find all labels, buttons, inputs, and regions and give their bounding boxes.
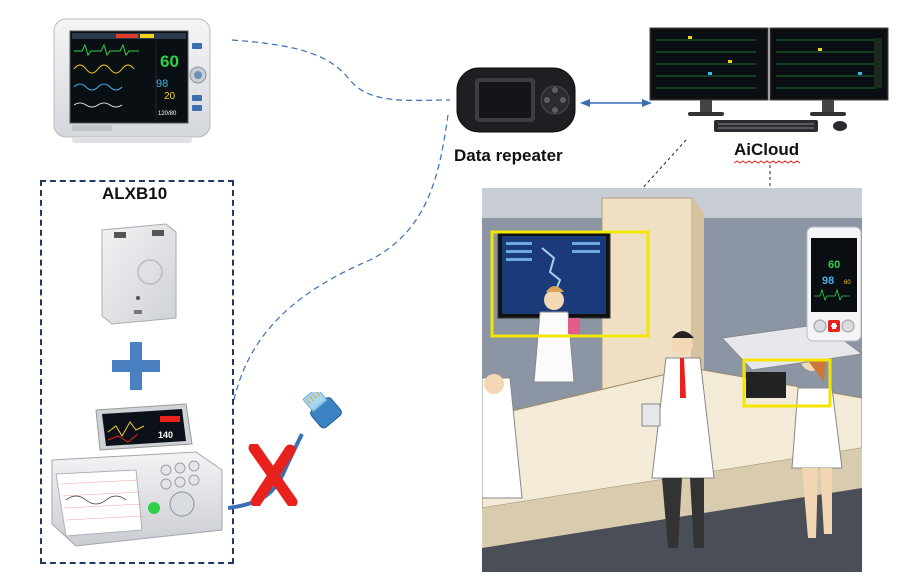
ethernet-cable [227, 387, 358, 516]
monitor-to-repeater-link [231, 39, 451, 102]
sensor-box-icon [101, 223, 177, 325]
phone-pulse-value: 60 [844, 280, 851, 286]
patient-monitor: 60 98 20 120/80 [52, 17, 212, 145]
monitor-hr-value: 60 [160, 52, 179, 71]
plus-sign [112, 342, 160, 390]
mobile-phone: 60 98 60 [806, 226, 862, 342]
monitor-nibp-value: 120/80 [158, 111, 177, 117]
fetal-monitor: 140 [46, 400, 226, 550]
aicloud-label: AiCloud [734, 140, 800, 159]
alxb10-device [96, 222, 180, 326]
no-connection-mark [248, 442, 298, 508]
mobile-app-icon: 60 98 60 [806, 226, 862, 342]
patient-monitor-icon: 60 98 20 120/80 [53, 18, 211, 143]
data-repeater-label: Data repeater [454, 146, 563, 165]
data-repeater-device [455, 66, 577, 134]
ethernet-cable-icon [227, 387, 342, 510]
monitor-resp-value: 20 [164, 91, 176, 102]
no-connection-icon [248, 442, 298, 508]
monitor-spo2-value: 98 [156, 78, 168, 90]
workstation-icon [649, 27, 889, 132]
alxb10-group-box [40, 180, 234, 564]
aicloud-workstation [648, 26, 890, 138]
phone-hr-value: 60 [828, 259, 840, 271]
fetal-monitor-icon: 140 [51, 403, 223, 547]
bedside-device-highlight [742, 358, 832, 408]
fetal-monitor-value: 140 [158, 430, 173, 440]
alxb10-label: ALXB10 [102, 184, 168, 203]
plus-icon [112, 342, 160, 390]
phone-spo2-value: 98 [822, 275, 834, 287]
hospital-ward-scene [482, 188, 862, 572]
data-repeater-icon [456, 67, 576, 133]
wall-screen-highlight [490, 230, 650, 338]
repeater-cloud-arrow [580, 99, 652, 107]
alxb10-to-repeater-link [233, 114, 449, 401]
ward-illustration [482, 188, 862, 572]
aicloud-spellcheck-underline [734, 160, 801, 164]
